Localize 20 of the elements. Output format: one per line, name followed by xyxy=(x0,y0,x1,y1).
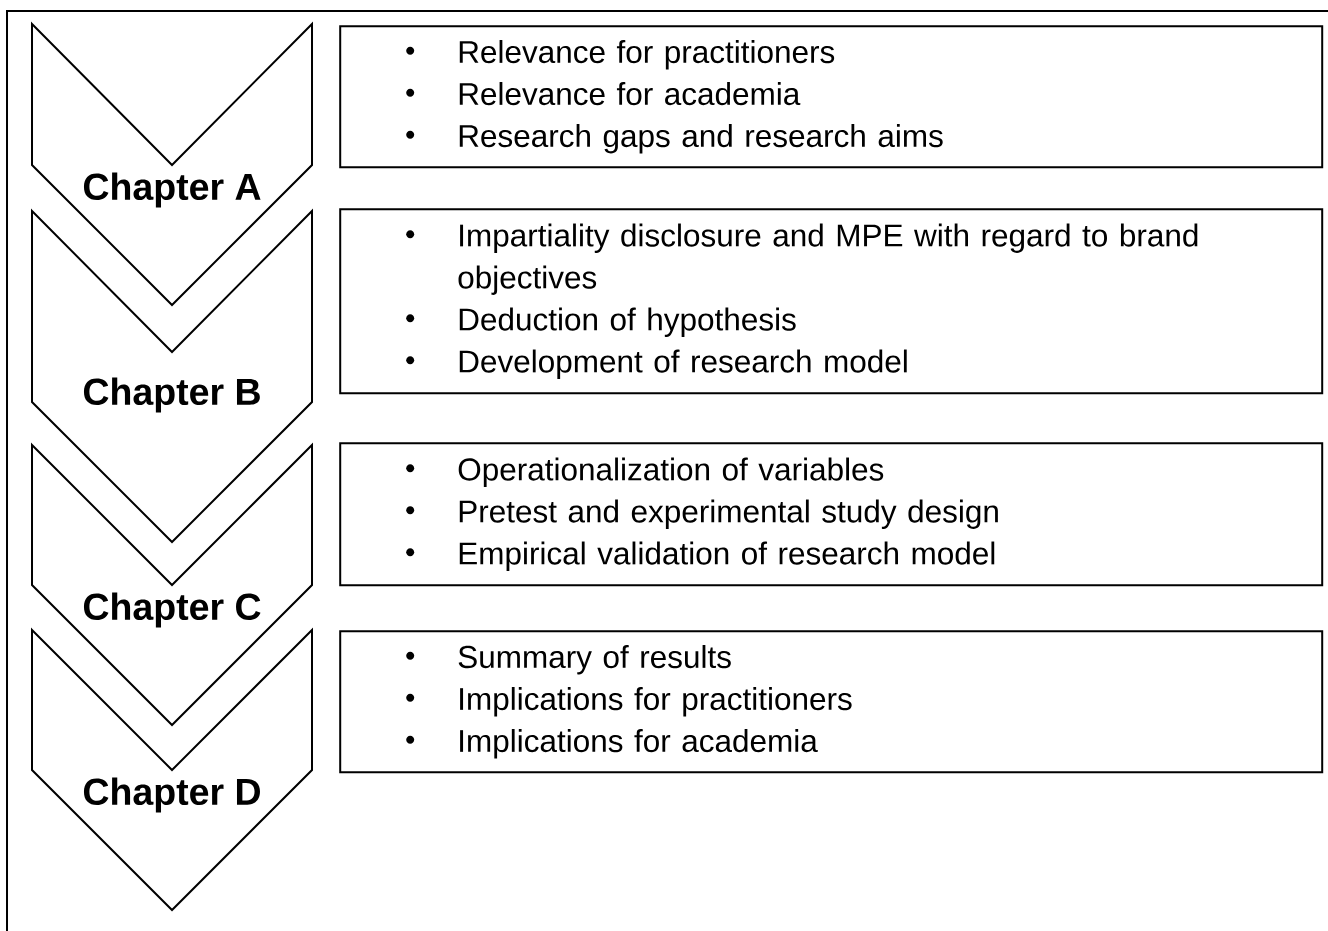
bullet-item: Pretest and experimental study design xyxy=(406,499,998,529)
bullet-item: Summary of results xyxy=(406,645,731,675)
chevron-box: Chapter C xyxy=(31,442,313,727)
bullet-item: Empirical validation of research model xyxy=(406,541,995,571)
chevron-box: Chapter A xyxy=(31,21,313,307)
bullet-item: Research gaps and research aims xyxy=(406,124,943,154)
text-box xyxy=(339,442,1324,587)
bullet-item: Impartiality disclosure and MPE with regard to brand objectives xyxy=(406,223,1198,295)
chevron-box: Chapter D xyxy=(31,627,313,912)
bullet-item: Relevance for academia xyxy=(406,82,801,106)
bullet-item: Implications for practitioners xyxy=(406,687,852,717)
chevron-box: Chapter B xyxy=(31,208,313,544)
text-box xyxy=(339,630,1324,774)
text-box xyxy=(339,25,1324,169)
bullet-item: Operationalization of variables xyxy=(406,457,884,487)
bullet-item: Relevance for practitioners xyxy=(406,40,835,70)
bullet-item: Implications for academia xyxy=(406,729,818,759)
bullet-item: Development of research model xyxy=(406,349,907,379)
text-box xyxy=(339,208,1324,395)
bullet-item: Deduction of hypothesis xyxy=(406,307,796,337)
